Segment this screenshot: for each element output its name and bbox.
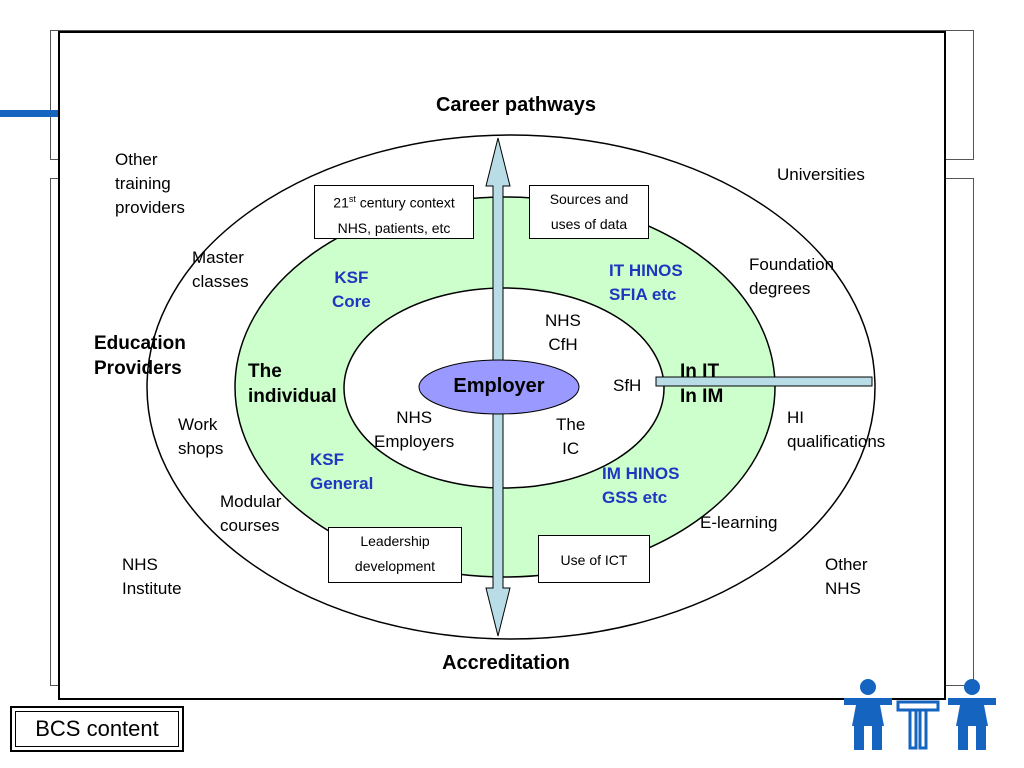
bcs-content-label: BCS content <box>15 711 179 747</box>
the-individual-label: The individual <box>248 361 337 407</box>
education-providers-label: Education Providers <box>94 333 186 379</box>
people-figures-logo-icon <box>844 679 996 750</box>
universities-label: Universities <box>777 165 865 184</box>
employer-label: Employer <box>453 375 545 397</box>
employer-ellipse <box>418 359 580 415</box>
the-ic-label: The IC <box>556 415 586 458</box>
accent-bar <box>0 110 60 117</box>
other-nhs-label: Other NHS <box>825 555 868 598</box>
leadership-development-box: Leadership development <box>328 527 462 583</box>
ksf-core-label: KSF Core <box>332 268 371 311</box>
work-shops-label: Work shops <box>178 415 224 458</box>
hi-qualifications-label: HI qualifications <box>787 408 886 451</box>
im-hinos-label: IM HINOS GSS etc <box>602 464 680 507</box>
nhs-institute-label: NHS Institute <box>122 555 182 598</box>
use-of-ict-box: Use of ICT <box>538 535 650 583</box>
nhs-cfh-label: NHS CfH <box>545 311 581 354</box>
sfh-label: SfH <box>613 376 642 395</box>
career-pathways-title: Career pathways <box>435 94 597 116</box>
bcs-content-box: BCS content <box>10 706 184 752</box>
foundation-degrees-label: Foundation degrees <box>749 255 835 298</box>
century-context-box: 21st century context NHS, patients, etc <box>314 185 474 239</box>
ksf-general-label: KSF General <box>310 450 374 493</box>
e-learning-label: E-learning <box>700 513 778 532</box>
horizontal-bar <box>655 376 873 387</box>
nhs-employers-label: NHS Employers <box>374 408 455 451</box>
modular-courses-label: Modular courses <box>220 492 282 535</box>
other-training-providers-label: Other training providers <box>115 150 185 217</box>
master-classes-label: Master classes <box>192 248 249 291</box>
accreditation-title: Accreditation <box>442 652 570 674</box>
in-it-in-im-label: In IT In IM <box>680 361 724 407</box>
sources-uses-box: Sources and uses of data <box>529 185 649 239</box>
it-hinos-label: IT HINOS SFIA etc <box>609 261 683 304</box>
